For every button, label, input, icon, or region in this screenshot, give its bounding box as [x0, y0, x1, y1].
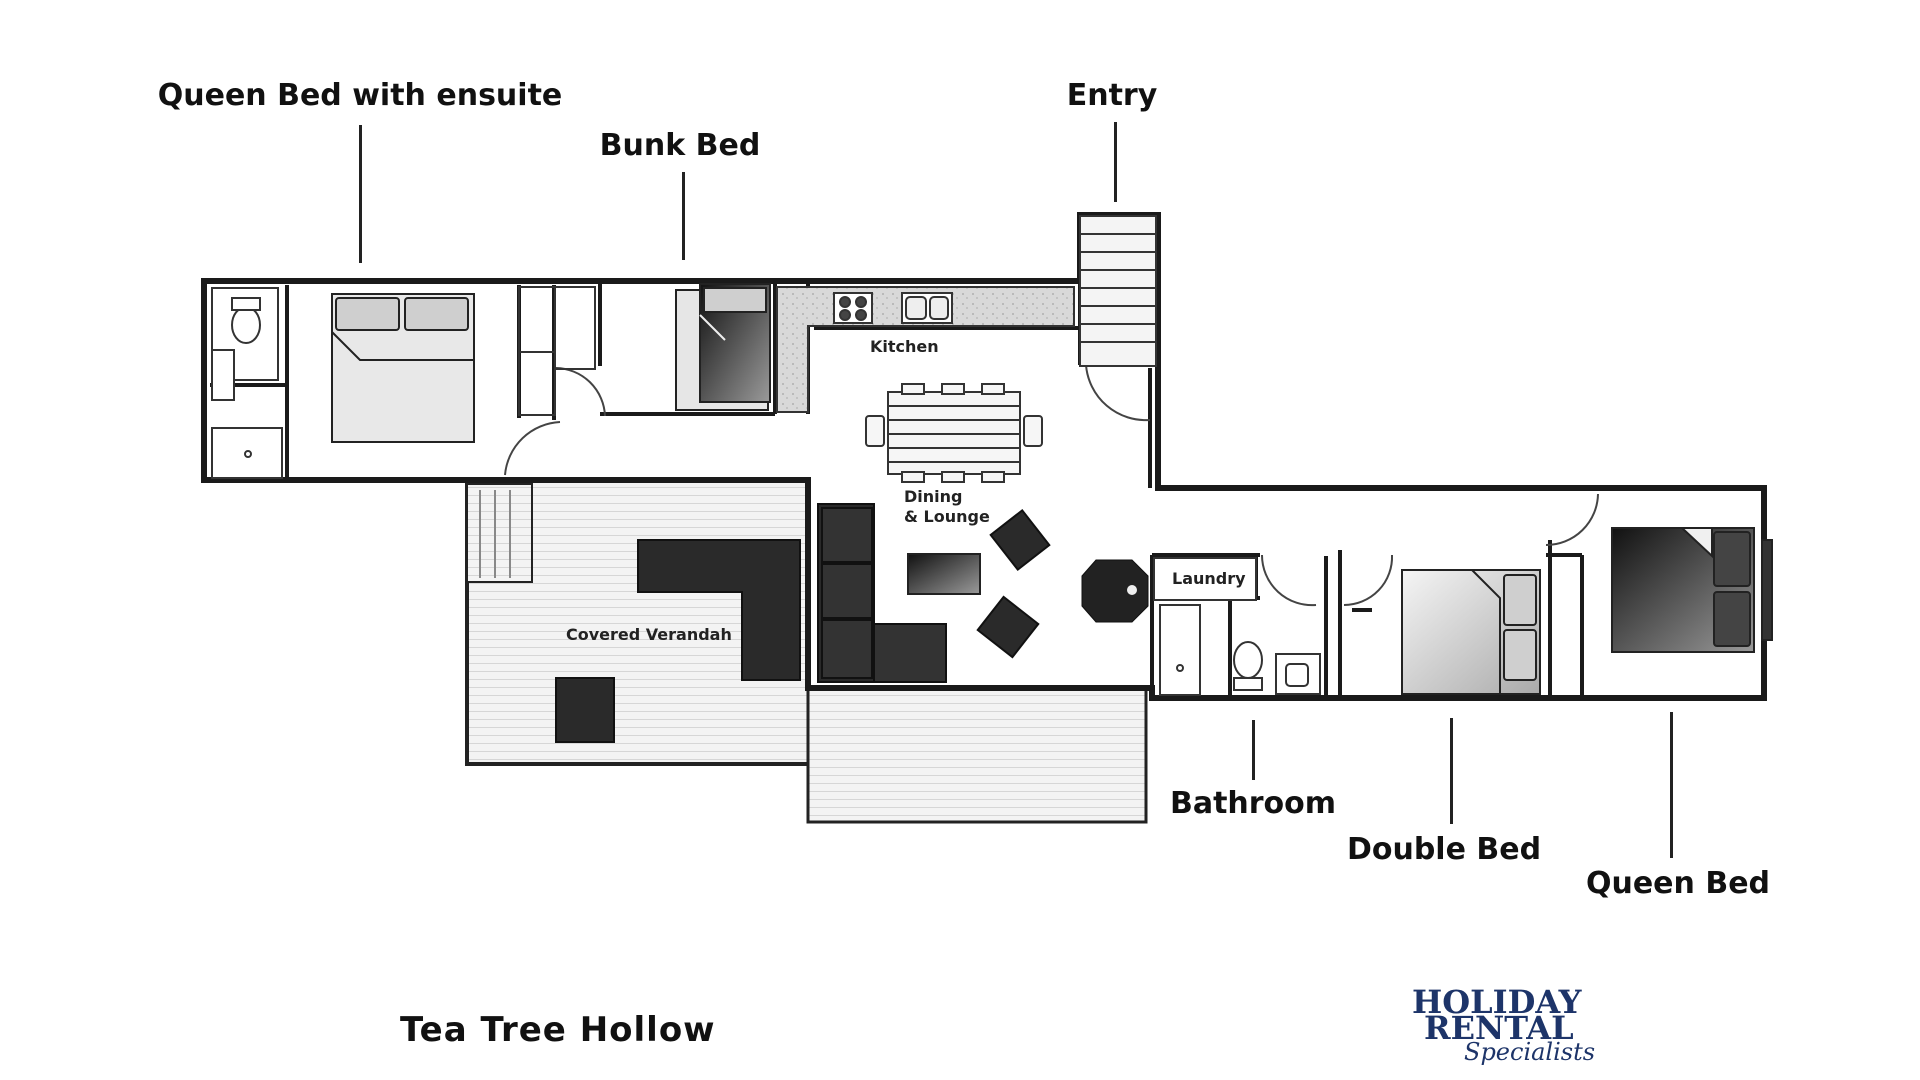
- callout-bunk-bed: Bunk Bed: [599, 128, 761, 163]
- dining-label-line1: Dining: [904, 487, 962, 506]
- hall-cupboards: [518, 286, 596, 416]
- leader-entry: [1114, 122, 1117, 202]
- kitchen-label: Kitchen: [870, 337, 939, 356]
- callout-double-bed: Double Bed: [1346, 832, 1542, 867]
- callout-queen-bed-ensuite: Queen Bed with ensuite: [157, 78, 563, 113]
- logo-line2: RENTAL: [1424, 1009, 1574, 1047]
- queen-bed: [1611, 527, 1773, 653]
- callout-bathroom: Bathroom: [1169, 786, 1337, 821]
- verandah-label: Covered Verandah: [566, 625, 732, 644]
- bathroom-fixtures: [1159, 604, 1321, 696]
- bunk-bed: [675, 283, 771, 411]
- armchairs: [976, 508, 1051, 659]
- leader-double-bed: [1450, 718, 1453, 824]
- logo-line1: HOLIDAY: [1412, 983, 1582, 1021]
- coffee-table: [907, 553, 981, 595]
- leader-bunk-bed: [682, 172, 685, 260]
- logo-line3: Specialists: [1464, 1038, 1596, 1066]
- door-swings: [504, 364, 1599, 607]
- covered-verandah: [465, 476, 812, 766]
- queen-bed-ensuite-bed: [331, 293, 475, 443]
- verandah-lounge: [555, 539, 801, 743]
- lounge-sofa: [817, 503, 947, 683]
- leader-queen-bed-ensuite: [359, 125, 362, 263]
- laundry-label: Laundry: [1172, 569, 1246, 588]
- kitchen-bench: [776, 286, 1075, 413]
- leader-queen-bed: [1670, 712, 1673, 858]
- callout-queen-bed: Queen Bed: [1585, 866, 1771, 901]
- ensuite-fixtures: [211, 287, 283, 479]
- laundry-area: [1153, 557, 1257, 601]
- callout-entry: Entry: [1066, 78, 1158, 113]
- wood-heater: [1081, 559, 1149, 623]
- double-bed: [1401, 569, 1541, 695]
- leader-bathroom: [1252, 720, 1255, 780]
- entry-steps: [1079, 215, 1157, 367]
- lower-deck: [806, 684, 1148, 824]
- dining-table: [865, 383, 1043, 483]
- holiday-rental-specialists-logo: HOLIDAY RENTAL Specialists: [1402, 982, 1596, 1074]
- property-name: Tea Tree Hollow: [400, 1010, 716, 1050]
- dining-label-line2: & Lounge: [904, 507, 990, 526]
